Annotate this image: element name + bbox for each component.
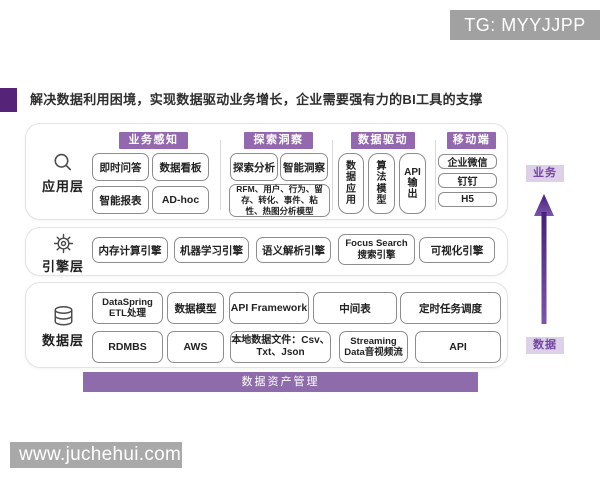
title-bullet-square xyxy=(0,88,17,112)
business-chip: 业务 xyxy=(526,165,564,182)
group-divider xyxy=(220,140,221,210)
data-box: 中间表 xyxy=(313,292,397,324)
group-divider xyxy=(435,140,436,210)
feature-box: 探索分析 xyxy=(230,153,278,181)
feature-box: API 输 出 xyxy=(399,153,426,214)
engine-box: Focus Search 搜索引擎 xyxy=(338,234,415,265)
data-asset-management-bar: 数据资产管理 xyxy=(83,372,478,392)
data-layer-panel: 数据层 DataSpring ETL处理 数据模型 API Framework … xyxy=(25,282,508,368)
data-box: DataSpring ETL处理 xyxy=(92,292,163,324)
magnifier-icon xyxy=(54,153,72,171)
data-box: RDMBS xyxy=(92,331,163,363)
feature-box: 智能洞察 xyxy=(280,153,328,181)
feature-box: 企业微信 xyxy=(438,154,497,169)
engine-box: 语义解析引擎 xyxy=(256,237,331,263)
feature-box: 数据看板 xyxy=(152,153,209,181)
data-box: 数据模型 xyxy=(167,292,224,324)
group-divider xyxy=(332,140,333,210)
application-layer-panel: 应用层 业务感知 即时问答 数据看板 智能报表 AD-hoc 探索洞察 探索分析… xyxy=(25,123,508,220)
data-box: 定时任务调度 xyxy=(400,292,501,324)
page-title: 解决数据利用困境，实现数据驱动业务增长，企业需要强有力的BI工具的支撑 xyxy=(30,92,483,107)
feature-box-analysis-models: RFM、用户、行为、留存、转化、事件、粘性、热图分析模型 xyxy=(229,184,330,217)
telegram-badge: TG: MYYJJPP xyxy=(450,10,600,40)
feature-box: 算 法 模 型 xyxy=(368,153,395,214)
group-header-data-driven: 数据驱动 xyxy=(351,132,415,149)
data-box: AWS xyxy=(167,331,224,363)
data-chip: 数据 xyxy=(526,337,564,354)
group-header-business-sense: 业务感知 xyxy=(119,132,188,149)
feature-box: AD-hoc xyxy=(152,186,209,214)
feature-box: 智能报表 xyxy=(92,186,149,214)
watermark: www.juchehui.com xyxy=(10,442,182,468)
feature-box: 钉钉 xyxy=(438,173,497,188)
data-box: 本地数据文件：Csv、 Txt、Json xyxy=(230,331,331,363)
data-layer-side: 数据层 xyxy=(34,305,92,349)
data-layer-label: 数据层 xyxy=(41,333,84,348)
feature-box: H5 xyxy=(438,192,497,207)
application-layer-side: 应用层 xyxy=(34,152,92,195)
engine-box: 可视化引擎 xyxy=(419,237,495,263)
up-arrow-icon xyxy=(534,194,554,324)
gear-icon xyxy=(53,233,73,254)
database-icon xyxy=(54,306,72,326)
group-header-mobile: 移动端 xyxy=(447,132,496,149)
engine-layer-panel: 引擎层 内存计算引擎 机器学习引擎 语义解析引擎 Focus Search 搜索… xyxy=(25,227,508,276)
engine-box: 内存计算引擎 xyxy=(92,237,168,263)
engine-layer-label: 引擎层 xyxy=(41,259,84,274)
feature-box: 数 据 应 用 xyxy=(338,153,364,214)
application-layer-label: 应用层 xyxy=(41,179,84,194)
engine-box: 机器学习引擎 xyxy=(174,237,249,263)
data-box: API Framework xyxy=(229,292,309,324)
data-box: Streaming Data音视频流 xyxy=(339,331,408,363)
engine-layer-side: 引擎层 xyxy=(34,233,92,275)
feature-box: 即时问答 xyxy=(92,153,149,181)
data-box: API xyxy=(415,331,501,363)
group-header-explore-insight: 探索洞察 xyxy=(244,132,313,149)
